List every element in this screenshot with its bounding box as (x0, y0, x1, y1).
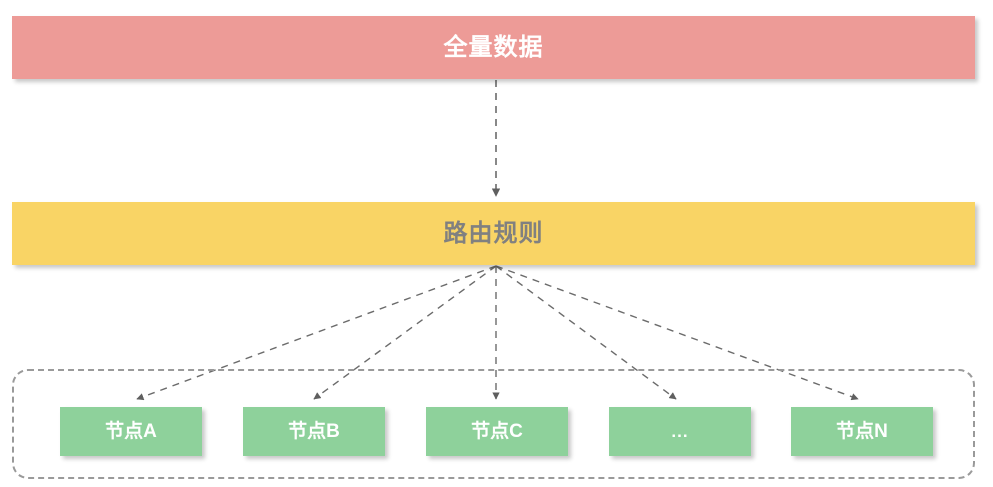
node-a-box[interactable]: 节点A (60, 407, 202, 456)
node-b-label: 节点B (288, 421, 340, 442)
source-data-bar[interactable]: 全量数据 (12, 16, 975, 79)
node-b-box[interactable]: 节点B (243, 407, 385, 456)
node-n-label: 节点N (836, 421, 888, 442)
routing-rule-label: 路由规则 (443, 219, 544, 247)
node-more-label: ... (671, 422, 689, 441)
routing-rule-bar[interactable]: 路由规则 (12, 202, 975, 265)
node-a-label: 节点A (105, 421, 157, 442)
node-group-container (12, 369, 975, 479)
node-more-box[interactable]: ... (609, 407, 751, 456)
source-data-label: 全量数据 (443, 33, 544, 61)
node-c-box[interactable]: 节点C (426, 407, 568, 456)
node-n-box[interactable]: 节点N (791, 407, 933, 456)
node-c-label: 节点C (471, 421, 523, 442)
